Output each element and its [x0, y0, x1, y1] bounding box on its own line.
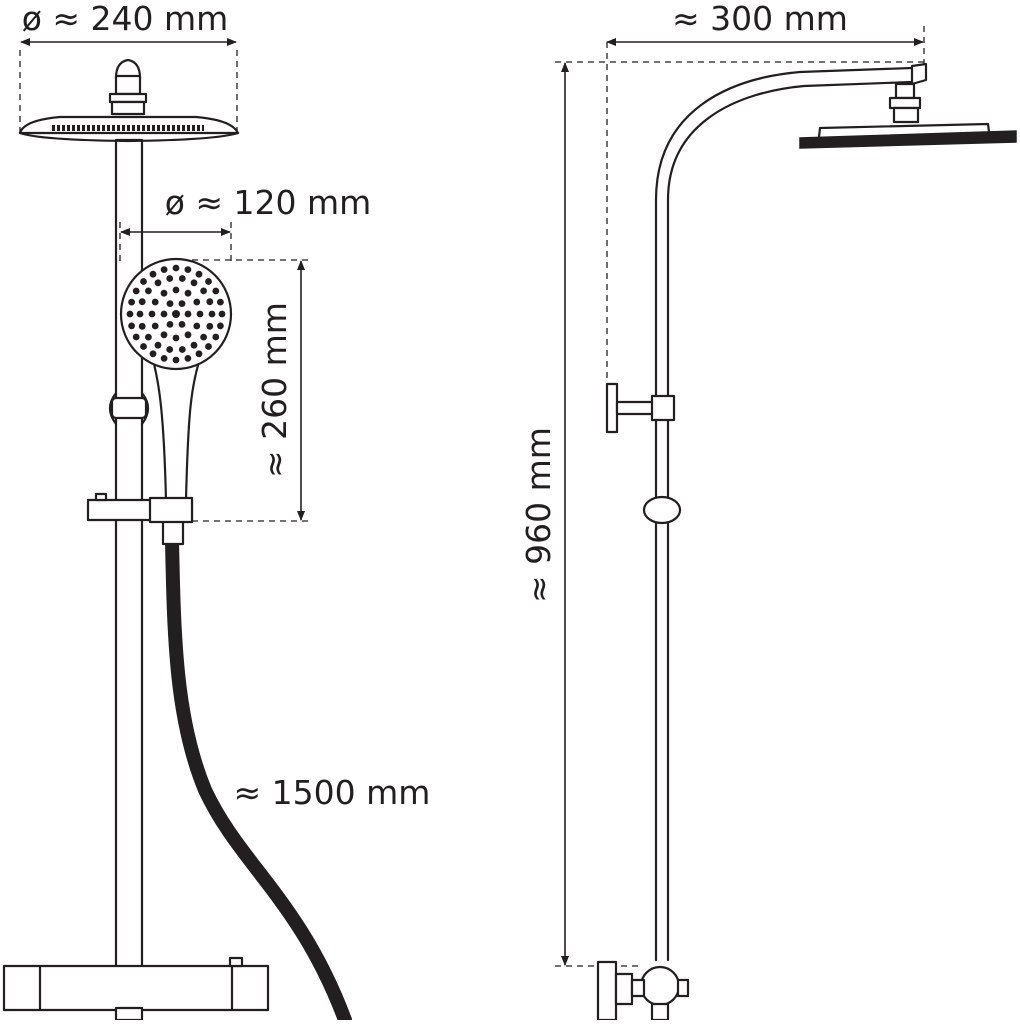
- nozzle-dot: [172, 286, 180, 294]
- thermostat-valve: [2, 956, 270, 1022]
- hand-shower: [119, 257, 233, 502]
- total-height-dimension: ≈ 960 mm: [519, 61, 924, 967]
- side-overhead-head: [799, 82, 1017, 149]
- nozzle-dot: [140, 343, 147, 350]
- nozzle-dot: [172, 310, 180, 318]
- nozzle-dot: [128, 298, 136, 306]
- nozzle-dot: [217, 322, 224, 330]
- nozzle-dot: [208, 310, 216, 318]
- hand-diameter-dimension: ø ≈ 120 mm: [119, 183, 372, 262]
- riser-pipe: [114, 138, 144, 982]
- overhead-diameter-label: ø ≈ 240 mm: [22, 0, 229, 38]
- nozzle-dot: [136, 310, 144, 318]
- curved-riser-pipe: [654, 62, 928, 962]
- nozzle-dot: [160, 355, 168, 362]
- nozzle-dot: [205, 278, 212, 285]
- nozzle-dot: [154, 341, 162, 349]
- nozzle-dot: [138, 322, 146, 330]
- nozzle-dot: [205, 343, 212, 350]
- nozzle-dot: [184, 355, 192, 362]
- nozzle-dot: [178, 321, 186, 328]
- nozzle-dot: [154, 279, 162, 287]
- nozzle-dot: [166, 321, 174, 328]
- arm-reach-label: ≈ 300 mm: [672, 0, 848, 38]
- nozzle-dot: [196, 310, 204, 318]
- arm-reach-dimension: ≈ 300 mm: [606, 0, 925, 382]
- side-view: ≈ 300 mm ≈ 960 mm: [519, 0, 1017, 1022]
- nozzle-dot: [184, 289, 192, 297]
- upper-bracket: [108, 391, 150, 426]
- nozzle-dot: [160, 310, 168, 318]
- nozzle-dot: [160, 331, 168, 339]
- nozzle-dot: [190, 341, 198, 349]
- hand-length-label: ≈ 260 mm: [255, 302, 294, 478]
- nozzle-dot: [151, 322, 159, 330]
- nozzle-dot: [149, 270, 157, 278]
- hand-shower-nozzles: [126, 264, 226, 364]
- overhead-diameter-dimension: ø ≈ 240 mm: [19, 0, 238, 132]
- side-thermostat: [596, 960, 690, 1022]
- shower-hose: [161, 516, 352, 1025]
- nozzle-dot: [184, 266, 192, 273]
- nozzle-dot: [166, 275, 174, 282]
- nozzle-dot: [145, 287, 152, 295]
- nozzle-dot: [178, 300, 186, 307]
- nozzle-dot: [193, 298, 201, 306]
- total-height-label: ≈ 960 mm: [519, 427, 558, 603]
- nozzle-dot: [178, 275, 186, 282]
- nozzle-dot: [132, 287, 140, 295]
- nozzle-dot: [178, 346, 186, 353]
- side-upper-mount: [605, 382, 676, 434]
- nozzle-dot: [206, 322, 214, 330]
- overhead-shower-head: [18, 58, 240, 143]
- slide-holder: [86, 492, 194, 524]
- nozzle-dot: [206, 298, 214, 306]
- nozzle-dot: [184, 310, 192, 318]
- hand-length-dimension: ≈ 260 mm: [192, 259, 310, 522]
- nozzle-dot: [200, 333, 208, 341]
- nozzle-dot: [172, 264, 180, 272]
- nozzle-dot: [218, 310, 226, 318]
- hose-length-label: ≈ 1500 mm: [234, 773, 431, 812]
- nozzle-dot: [193, 322, 201, 330]
- nozzle-dot: [212, 287, 220, 295]
- nozzle-dot: [195, 270, 203, 278]
- nozzle-dot: [128, 322, 136, 330]
- nozzle-dot: [126, 310, 134, 318]
- nozzle-dot: [190, 279, 198, 287]
- nozzle-dot: [217, 298, 224, 306]
- nozzle-dot: [200, 287, 208, 295]
- nozzle-dot: [166, 346, 174, 353]
- nozzle-dot: [172, 334, 180, 342]
- nozzle-dot: [160, 266, 168, 273]
- side-slider: [642, 495, 682, 525]
- nozzle-dot: [148, 310, 156, 318]
- nozzle-dot: [195, 350, 203, 358]
- nozzle-dot: [184, 331, 192, 339]
- nozzle-dot: [145, 333, 152, 341]
- nozzle-dot: [138, 298, 146, 306]
- nozzle-dot: [166, 300, 174, 307]
- nozzle-dot: [132, 333, 140, 341]
- nozzle-dot: [160, 289, 168, 297]
- nozzle-dot: [140, 278, 147, 285]
- nozzle-dot: [212, 333, 220, 341]
- front-view: ø ≈ 240 mm ø ≈ 120 mm ≈ 260 mm ≈ 1500 mm: [2, 0, 431, 1025]
- nozzle-dot: [151, 298, 159, 306]
- nozzle-dot: [172, 356, 180, 364]
- nozzle-dot: [149, 350, 157, 358]
- hand-diameter-label: ø ≈ 120 mm: [165, 183, 372, 222]
